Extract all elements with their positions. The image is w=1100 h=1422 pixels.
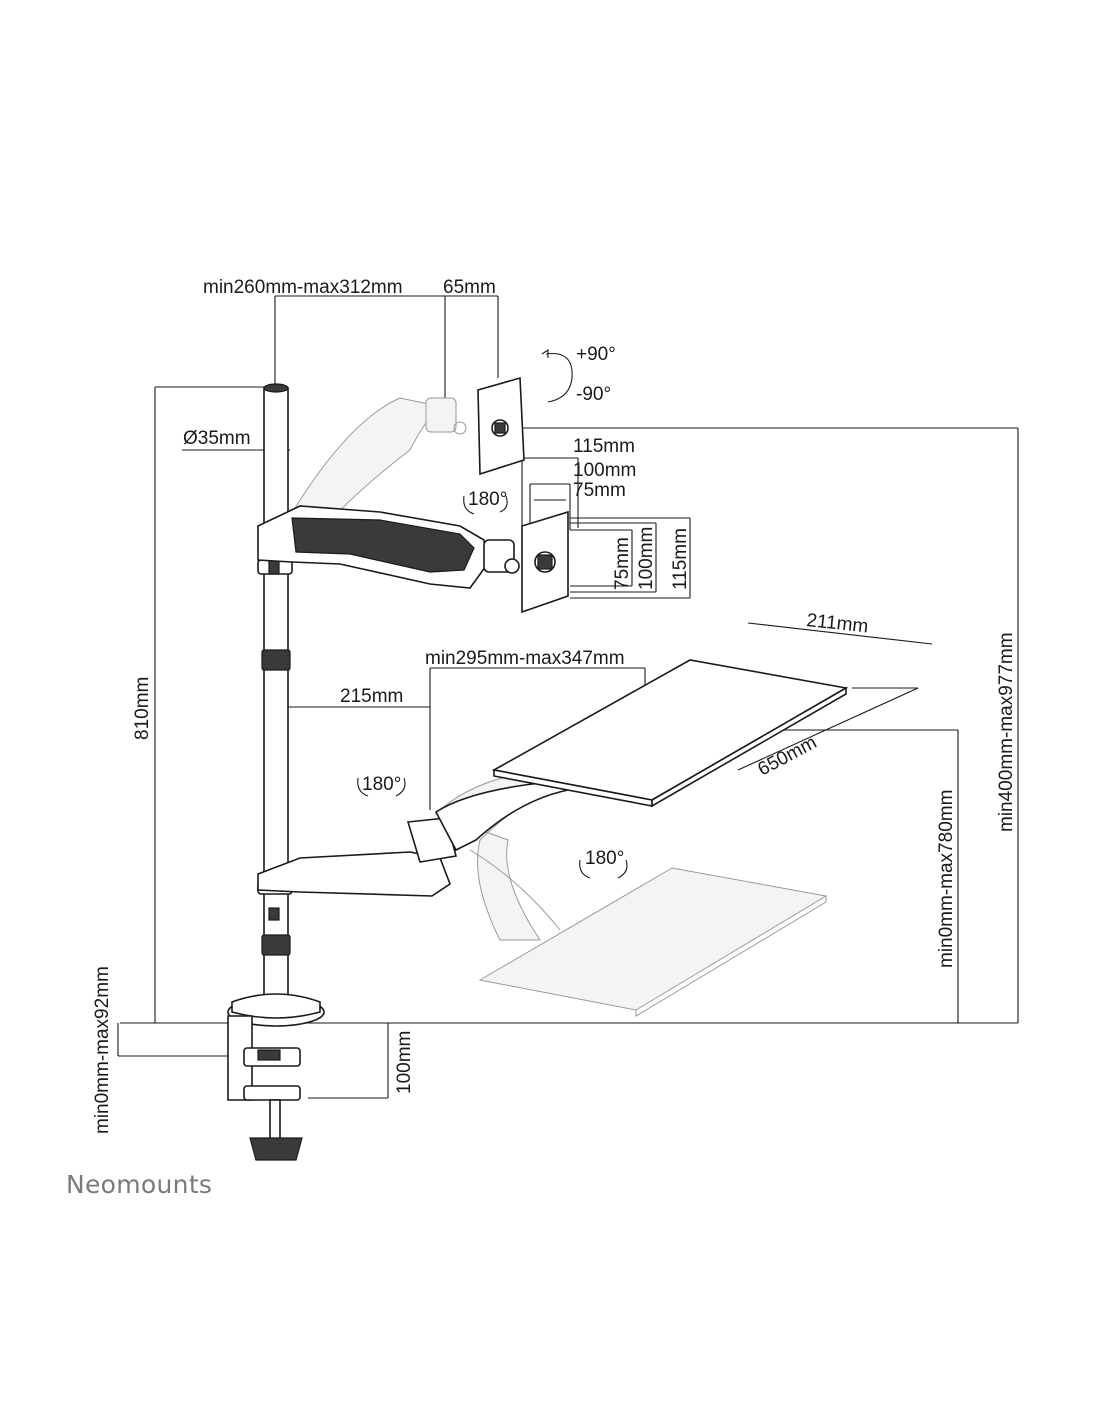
label-tray-depth: 211mm — [805, 610, 869, 637]
monitor-arm-ghost — [294, 397, 467, 521]
desk-clamp — [227, 993, 325, 1161]
label-swivel-tray: 180° — [585, 848, 624, 869]
label-tray-offset: 215mm — [340, 686, 403, 707]
label-tray-arm-reach: min295mm-max347mm — [425, 648, 625, 669]
label-vesa-115-side: 115mm — [670, 528, 691, 590]
pole — [257, 383, 293, 1003]
label-pole-offset: min260mm-max312mm — [203, 277, 403, 298]
dimension-labels: min260mm-max312mm 65mm +90° -90° Ø35mm 1… — [92, 277, 1017, 1134]
label-tray-height: min0mm-max780mm — [936, 790, 957, 968]
label-vesa-75-top: 75mm — [573, 480, 626, 501]
label-swivel-monitor: 180° — [468, 489, 507, 510]
label-monitor-height: min400mm-max977mm — [996, 632, 1017, 832]
label-rotate-down: -90° — [576, 384, 611, 405]
vesa-plate — [521, 510, 569, 614]
vesa-plate-rotated — [477, 376, 525, 476]
label-vesa-75-side: 75mm — [612, 537, 633, 590]
keyboard-tray-lowered — [478, 867, 828, 1017]
label-swivel-arm: 180° — [362, 774, 401, 795]
rotation-arrows — [357, 348, 628, 879]
label-vesa-depth: 65mm — [443, 277, 496, 298]
label-clamp-depth: 100mm — [394, 1031, 415, 1094]
label-rotate-up: +90° — [576, 344, 616, 365]
label-vesa-115-top: 115mm — [573, 436, 635, 457]
label-vesa-100-top: 100mm — [573, 460, 636, 481]
label-vesa-100-side: 100mm — [636, 527, 657, 590]
label-desk-thickness: min0mm-max92mm — [92, 966, 113, 1134]
monitor-arm — [257, 505, 520, 589]
brand-logo: Neomounts — [66, 1170, 212, 1199]
keyboard-tray — [491, 659, 849, 808]
label-pole-diameter: Ø35mm — [183, 428, 251, 449]
label-pole-height: 810mm — [132, 677, 153, 740]
tray-arm — [257, 781, 571, 897]
